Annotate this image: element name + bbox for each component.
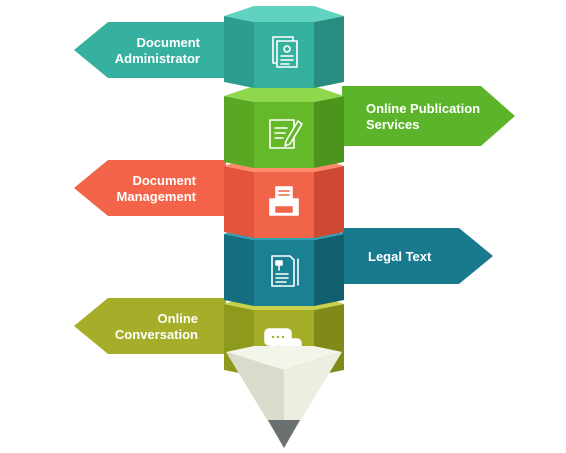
arrow-shape: [74, 160, 226, 216]
arrow-label-text: Document: [132, 173, 196, 188]
pencil-segment-seg3: [224, 156, 344, 238]
documents-icon: [272, 36, 298, 68]
pen-and-paper-icon: [269, 119, 303, 149]
printer-icon: [269, 186, 299, 216]
arrow-shape: [342, 228, 493, 284]
pencil-lead: [268, 420, 300, 448]
arrow-label-seg4: Legal Text: [342, 228, 493, 284]
pencil-segment-seg2: [224, 86, 344, 168]
arrow-label-text: Management: [117, 189, 197, 204]
arrow-label-text: Online: [158, 311, 198, 326]
pencil-tip: [226, 346, 342, 448]
arrow-shape: [342, 86, 515, 146]
arrow-label-text: Online Publication: [366, 101, 480, 116]
arrow-shape: [74, 298, 226, 354]
arrow-shape: [74, 22, 226, 78]
arrow-label-text: Conversation: [115, 327, 198, 342]
arrow-label-text: Document: [136, 35, 200, 50]
pencil-segment-seg1: [224, 6, 344, 88]
segment-top-face: [224, 86, 344, 102]
arrow-label-text: Legal Text: [368, 249, 432, 264]
arrow-label-text: Administrator: [115, 51, 200, 66]
arrow-label-text: Services: [366, 117, 420, 132]
segment-top-face: [224, 6, 344, 22]
legal-document-icon: [271, 255, 299, 287]
